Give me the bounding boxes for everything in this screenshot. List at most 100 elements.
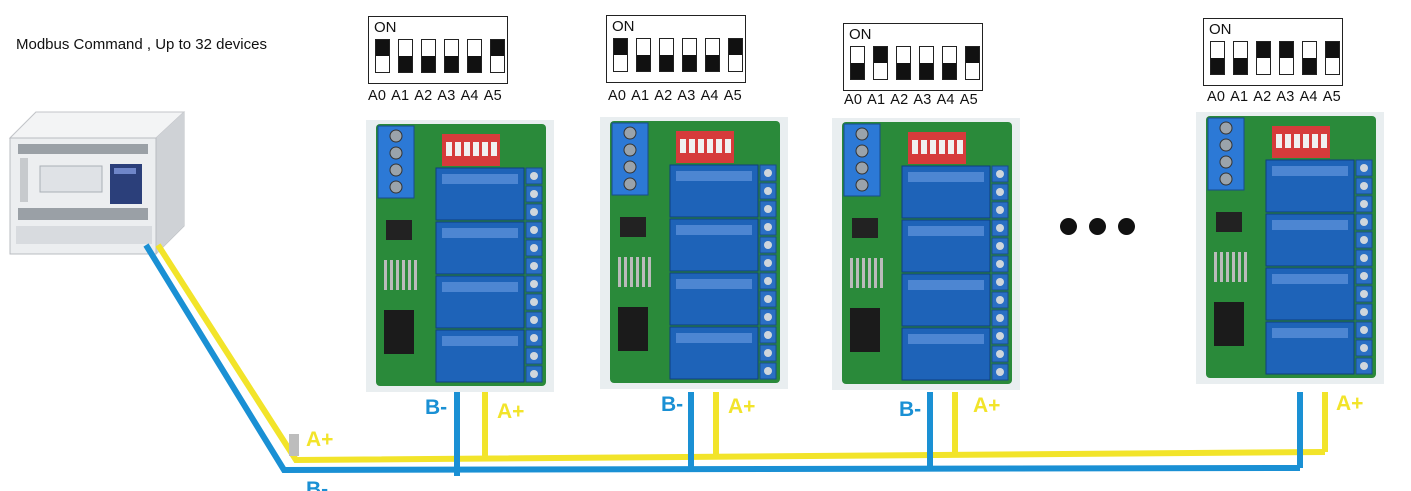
- more-devices-ellipsis: [1060, 218, 1147, 240]
- dip-switch-a4: [942, 46, 957, 80]
- address-label: A5: [483, 88, 502, 104]
- dip-switch-knob: [943, 63, 956, 79]
- dip-switch-knob: [683, 55, 696, 71]
- dip-switch-a1: [873, 46, 888, 80]
- dip-switch-a2: [421, 39, 436, 73]
- dip-switch-knob: [1280, 42, 1293, 58]
- dip-switch-a3: [682, 38, 697, 72]
- dip-switch-knob: [966, 47, 979, 63]
- dip-switch-a2: [896, 46, 911, 80]
- ellipsis-dot-icon: [1060, 218, 1077, 235]
- dip-switch-a4: [467, 39, 482, 73]
- relay-board-icon: [366, 120, 554, 392]
- dip-on-label: ON: [612, 18, 635, 35]
- dip-switch-knob: [874, 47, 887, 63]
- address-label: A1: [867, 92, 886, 108]
- dip-switch-knob: [422, 56, 435, 72]
- dip-on-label: ON: [849, 26, 872, 43]
- address-label: A0: [368, 88, 387, 104]
- dip-switch-a3: [919, 46, 934, 80]
- bus-b-minus-label: B-: [306, 478, 329, 491]
- dip-switch-icon: ON: [606, 15, 746, 83]
- dip-switch-icon: ON: [368, 16, 508, 84]
- address-label: A0: [844, 92, 863, 108]
- b-minus-label: B-: [899, 398, 922, 421]
- address-label: A2: [1253, 89, 1272, 105]
- dip-switch-a1: [636, 38, 651, 72]
- relay-board-icon: [1196, 112, 1384, 384]
- relay-board-icon: [832, 118, 1020, 390]
- dip-switch-a5: [728, 38, 743, 72]
- dip-switch-knob: [1303, 58, 1316, 74]
- dip-switch-icon: ON: [1203, 18, 1343, 86]
- dip-switch-knob: [851, 63, 864, 79]
- address-label: A0: [608, 88, 627, 104]
- address-label: A1: [1230, 89, 1249, 105]
- address-label: A5: [1322, 89, 1341, 105]
- address-label: A4: [936, 92, 955, 108]
- b-minus-bus-line: [143, 243, 1301, 474]
- dip-switch-knob: [706, 55, 719, 71]
- dip-switch-a3: [444, 39, 459, 73]
- address-label: A4: [700, 88, 719, 104]
- dip-switch-a5: [1325, 41, 1340, 75]
- address-label: A3: [677, 88, 696, 104]
- address-label: A3: [437, 88, 456, 104]
- dip-switch-a4: [1302, 41, 1317, 75]
- a-plus-label: A+: [497, 400, 525, 423]
- dip-switch-knob: [614, 39, 627, 55]
- address-label: A2: [890, 92, 909, 108]
- dip-switch-knob: [920, 63, 933, 79]
- diagram-title: Modbus Command , Up to 32 devices: [16, 36, 267, 53]
- dip-switch-a0: [375, 39, 390, 73]
- ellipsis-dot-icon: [1118, 218, 1135, 235]
- dip-switch-a2: [1256, 41, 1271, 75]
- ellipsis-dot-icon: [1089, 218, 1106, 235]
- dip-switch-icon: ON: [843, 23, 983, 91]
- dip-switch-a2: [659, 38, 674, 72]
- a-plus-label: A+: [728, 395, 756, 418]
- dip-switch-a5: [965, 46, 980, 80]
- dip-switch-knob: [491, 40, 504, 56]
- b-minus-label: B-: [425, 396, 448, 419]
- dip-switch-a1: [1233, 41, 1248, 75]
- dip-switch-a3: [1279, 41, 1294, 75]
- address-label: A2: [414, 88, 433, 104]
- dip-switch-knob: [399, 56, 412, 72]
- dip-switch-knob: [376, 40, 389, 56]
- dip-switch-a0: [613, 38, 628, 72]
- b-minus-label: B-: [661, 393, 684, 416]
- dip-switch-knob: [1257, 42, 1270, 58]
- dip-switch-knob: [445, 56, 458, 72]
- address-label: A5: [723, 88, 742, 104]
- bus-connector-icon: [289, 434, 299, 456]
- dip-switch-a0: [1210, 41, 1225, 75]
- dip-switch-a0: [850, 46, 865, 80]
- address-label: A0: [1207, 89, 1226, 105]
- a-plus-bus-line: [155, 243, 1326, 464]
- bus-a-plus-label: A+: [306, 428, 334, 451]
- dip-switch-knob: [660, 55, 673, 71]
- address-label: A4: [460, 88, 479, 104]
- a-plus-label: A+: [1336, 392, 1364, 415]
- dip-switch-knob: [897, 63, 910, 79]
- dip-switch-knob: [637, 55, 650, 71]
- dip-switch-knob: [1326, 42, 1339, 58]
- address-label: A1: [391, 88, 410, 104]
- dip-on-label: ON: [374, 19, 397, 36]
- address-label: A4: [1299, 89, 1318, 105]
- address-label: A2: [654, 88, 673, 104]
- dip-switch-a1: [398, 39, 413, 73]
- dip-on-label: ON: [1209, 21, 1232, 38]
- address-label: A1: [631, 88, 650, 104]
- address-label: A3: [1276, 89, 1295, 105]
- dip-switch-a4: [705, 38, 720, 72]
- dip-switch-knob: [729, 39, 742, 55]
- dip-switch-knob: [468, 56, 481, 72]
- dip-switch-a5: [490, 39, 505, 73]
